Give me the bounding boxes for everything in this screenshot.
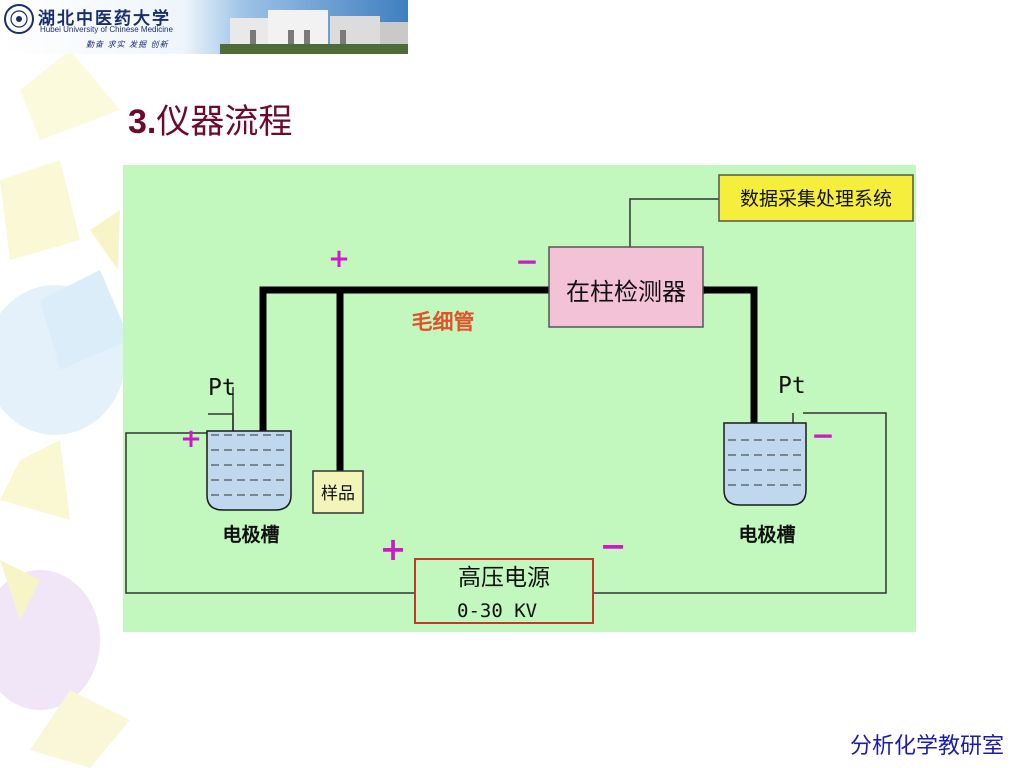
right-reservoir — [723, 422, 807, 506]
power-supply-box — [414, 558, 594, 624]
right-wire — [593, 412, 887, 594]
ce-instrument-diagram: 样品 在柱检测器 数据采集处理系统 毛细管 Pt Pt 电极槽 电极槽 高压电源… — [123, 165, 916, 632]
banner-background — [0, 0, 408, 54]
left-plus-sign: + — [180, 424, 202, 454]
on-column-detector — [548, 246, 704, 328]
power-plus-sign: + — [380, 530, 407, 568]
right-reservoir-label: 电极槽 — [738, 523, 795, 546]
university-name-en: Hubei University of Chinese Medicine — [40, 25, 173, 34]
detector-minus-sign: − — [515, 245, 538, 278]
left-pt-label: Pt — [208, 375, 236, 401]
university-name: 湖北中医药大学 — [38, 9, 171, 29]
university-banner: 湖北中医药大学 Hubei University of Chinese Medi… — [0, 0, 408, 54]
university-motto: 勤奋 求实 发掘 创新 — [86, 40, 169, 49]
capillary-tube — [259, 286, 758, 471]
power-minus-sign: − — [600, 527, 627, 565]
slide-title: 3.仪器流程 — [128, 94, 292, 143]
sample-vial — [312, 470, 364, 514]
left-reservoir-label: 电极槽 — [222, 523, 279, 546]
capillary-plus-sign: + — [328, 244, 350, 274]
data-system-label: 数据采集处理系统 — [740, 188, 892, 210]
slide-title-number: 3. — [128, 103, 157, 141]
sample-label: 样品 — [321, 484, 355, 504]
detector-data-line — [629, 198, 719, 247]
diagram-background — [123, 165, 916, 632]
data-system-box — [718, 174, 914, 222]
capillary-label: 毛细管 — [412, 310, 475, 334]
left-reservoir — [206, 430, 292, 511]
right-pt-label: Pt — [778, 373, 806, 399]
power-supply-range: 0-30 KV — [457, 600, 537, 622]
right-minus-sign: − — [811, 419, 834, 452]
detector-label: 在柱检测器 — [566, 278, 686, 306]
department-footer: 分析化学教研室 — [849, 734, 1004, 759]
power-supply-label: 高压电源 — [458, 565, 550, 591]
slide-title-text: 仪器流程 — [156, 102, 293, 142]
